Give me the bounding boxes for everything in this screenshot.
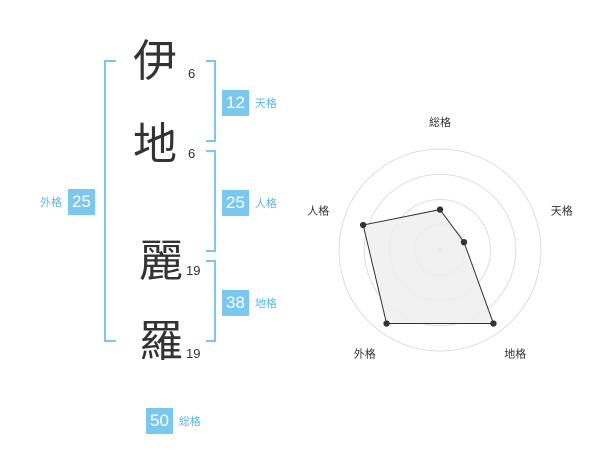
radar-ring bbox=[363, 173, 517, 327]
jinkaku-label: 人格 bbox=[254, 197, 277, 210]
gaikaku-label: 外格 bbox=[40, 196, 62, 209]
tenkaku-score: 12 天格 bbox=[222, 90, 277, 116]
radar-point-4 bbox=[383, 320, 390, 327]
jinkaku-value: 25 bbox=[222, 190, 249, 216]
name-char-4: 羅 bbox=[139, 316, 183, 367]
radar-axis-label-2: 天格 bbox=[551, 203, 573, 217]
radar-ring bbox=[338, 148, 542, 352]
radar-point-5 bbox=[359, 221, 367, 229]
radar-axis-label-4: 外格 bbox=[354, 347, 376, 361]
tenkaku-label: 天格 bbox=[254, 97, 277, 110]
radar-points bbox=[359, 206, 497, 327]
stroke-count-4: 19 bbox=[186, 346, 201, 361]
chikaku-value: 38 bbox=[222, 290, 249, 316]
radar-axis-label-1: 総格 bbox=[429, 115, 451, 129]
gaikaku-score: 外格 25 bbox=[40, 189, 95, 215]
gaikaku-value: 25 bbox=[68, 189, 95, 215]
soukaku-score: 50 総格 bbox=[146, 408, 201, 434]
name-char-3: 麗 bbox=[139, 236, 183, 287]
chikaku-bracket bbox=[206, 260, 216, 342]
chikaku-label: 地格 bbox=[254, 297, 277, 310]
chikaku-score: 38 地格 bbox=[222, 290, 277, 316]
tenkaku-value: 12 bbox=[222, 90, 249, 116]
name-char-2: 地 bbox=[133, 119, 177, 170]
jinkaku-bracket bbox=[206, 150, 216, 252]
radar-polygon bbox=[362, 209, 495, 325]
stroke-count-3: 19 bbox=[186, 263, 201, 278]
radar-point-2 bbox=[460, 238, 468, 246]
jinkaku-score: 25 人格 bbox=[222, 190, 277, 216]
tenkaku-bracket bbox=[206, 60, 216, 142]
stroke-count-1: 6 bbox=[188, 66, 196, 81]
stroke-count-2: 6 bbox=[188, 146, 196, 161]
radar-axis-label-3: 地格 bbox=[504, 347, 526, 361]
radar-point-1 bbox=[436, 206, 444, 213]
gaikaku-bracket bbox=[104, 60, 116, 342]
soukaku-value: 50 bbox=[146, 408, 173, 434]
radar-point-3 bbox=[490, 320, 497, 327]
name-char-1: 伊 bbox=[133, 36, 177, 87]
radar-axis-label-5: 人格 bbox=[307, 203, 329, 217]
soukaku-label: 総格 bbox=[178, 415, 201, 428]
